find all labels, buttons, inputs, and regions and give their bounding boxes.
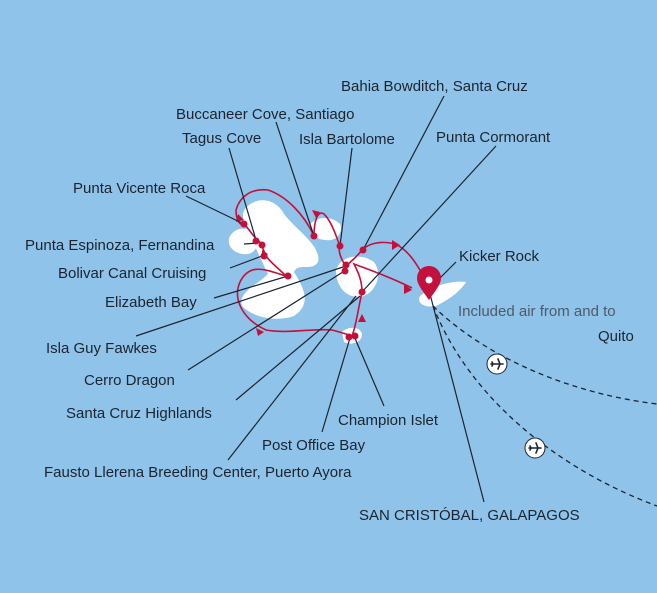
leader-lines: [135, 95, 497, 503]
route-arrow: [236, 214, 244, 222]
route-arrow: [404, 284, 412, 294]
leader-line-punta-cormorant: [361, 145, 497, 293]
stop-punta-vicente-roca: [240, 220, 248, 228]
leader-line-elizabeth-bay: [213, 275, 289, 299]
leader-line-tagus-cove: [228, 147, 257, 241]
stop-isla-bartolome: [336, 242, 344, 250]
route-arrow: [358, 314, 366, 322]
island-isabela: [241, 200, 319, 319]
label-isla-guy-fawkes: Isla Guy Fawkes: [46, 340, 157, 357]
leader-line-isla-guy-fawkes: [135, 265, 347, 337]
map-pin-icon: [417, 266, 441, 300]
air-note-line1: Included air from and to: [458, 303, 616, 320]
route-arrow: [392, 240, 400, 250]
leader-line-santa-cruz-highlands: [235, 295, 361, 401]
label-fausto-llerena: Fausto Llerena Breeding Center, Puerto A…: [44, 464, 352, 481]
stop-markers: [240, 220, 367, 341]
leader-line-bahia-bowditch: [362, 95, 445, 251]
flight-paths: [432, 305, 657, 507]
flight-path: [432, 305, 657, 405]
island-santiago: [309, 218, 342, 241]
stop-cerro-dragon: [341, 267, 349, 275]
label-champion-islet: Champion Islet: [338, 412, 439, 429]
label-buccaneer-cove: Buccaneer Cove, Santiago: [176, 106, 355, 123]
label-bolivar-canal: Bolivar Canal Cruising: [58, 265, 207, 282]
label-punta-cormorant: Punta Cormorant: [436, 129, 551, 146]
leader-line-cerro-dragon: [187, 269, 347, 371]
label-isla-bartolome: Isla Bartolome: [299, 131, 395, 148]
stop-bolivar-canal: [260, 252, 268, 260]
stop-punta-espinoza: [258, 241, 266, 249]
label-san-cristobal: SAN CRISTÓBAL, GALAPAGOS: [359, 507, 580, 524]
label-punta-espinoza: Punta Espinoza, Fernandina: [25, 237, 215, 254]
stop-tagus-cove: [252, 237, 260, 245]
leader-line-post-office-bay: [321, 337, 351, 433]
label-kicker-rock: Kicker Rock: [459, 248, 540, 265]
label-cerro-dragon: Cerro Dragon: [84, 372, 175, 389]
label-bahia-bowditch: Bahia Bowditch, Santa Cruz: [341, 78, 528, 95]
label-post-office-bay: Post Office Bay: [262, 437, 366, 454]
island-san-cristobal: [419, 281, 466, 307]
stop-post-office-bay: [345, 333, 353, 341]
stop-punta-cormorant: [358, 288, 366, 296]
leader-line-punta-vicente-roca: [185, 195, 245, 225]
label-punta-vicente-roca: Punta Vicente Roca: [73, 180, 206, 197]
stop-isla-guy-fawkes: [342, 261, 350, 269]
air-note-line2: Quito: [598, 328, 634, 345]
stop-champion-islet: [351, 332, 359, 340]
leader-line-san-cristobal: [429, 293, 485, 503]
airplane-icon: [524, 437, 546, 459]
leader-line-fausto-llerena: [227, 295, 357, 461]
label-santa-cruz-highlands: Santa Cruz Highlands: [66, 405, 212, 422]
stop-bahia-bowditch: [359, 246, 367, 254]
route-arrow: [256, 328, 264, 336]
island-santa-cruz: [336, 256, 379, 297]
stop-buccaneer-cove: [310, 232, 318, 240]
leader-line-champion-islet: [353, 335, 385, 407]
stop-elizabeth-bay: [284, 272, 292, 280]
label-elizabeth-bay: Elizabeth Bay: [105, 294, 197, 311]
airplane-icon: [486, 353, 508, 375]
leader-line-isla-bartolome: [339, 147, 353, 247]
route-arrow: [312, 210, 320, 218]
leader-line-bolivar-canal: [229, 255, 263, 269]
label-tagus-cove: Tagus Cove: [182, 130, 262, 147]
flight-path: [432, 305, 657, 507]
leader-line-buccaneer-cove: [275, 121, 315, 237]
